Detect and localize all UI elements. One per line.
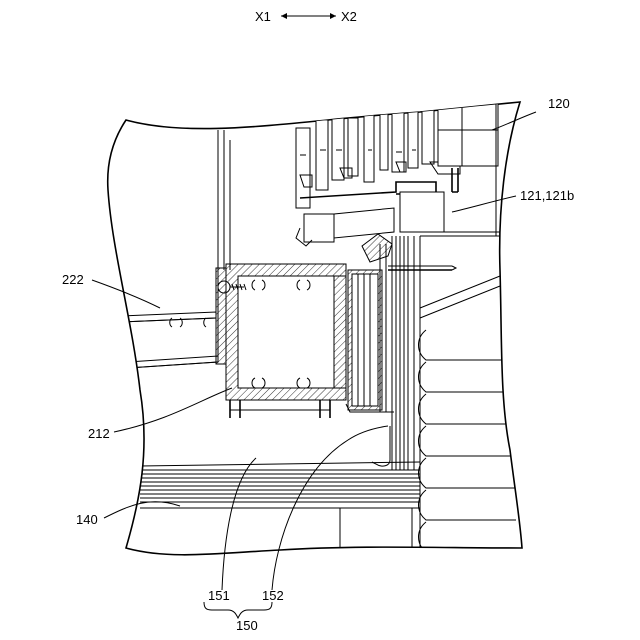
sill-140 (140, 462, 420, 548)
label-212: 212 (88, 426, 110, 441)
panel-222 (120, 268, 226, 368)
arrow-right-head (330, 13, 336, 19)
label-150: 150 (236, 618, 258, 633)
direction-x1-label: X1 (255, 9, 271, 24)
label-120: 120 (548, 96, 570, 111)
glazing-lines (380, 236, 420, 470)
label-121-121b: 121,121b (520, 188, 574, 203)
label-152: 152 (262, 588, 284, 603)
anchor-screw (388, 266, 456, 270)
label-151: 151 (208, 588, 230, 603)
label-222: 222 (62, 272, 84, 287)
profile-212 (226, 264, 394, 418)
brace-150 (204, 602, 272, 618)
arrow-left-head (281, 13, 287, 19)
direction-indicator: X1 X2 (255, 9, 357, 24)
drip-152 (372, 426, 390, 466)
direction-x2-label: X2 (341, 9, 357, 24)
frame-121 (296, 182, 444, 262)
label-140: 140 (76, 512, 98, 527)
